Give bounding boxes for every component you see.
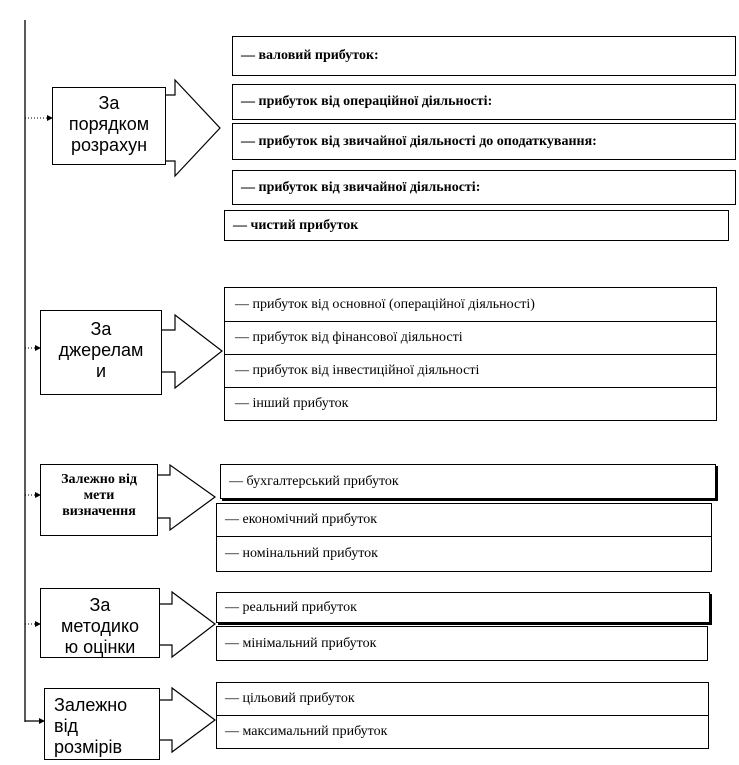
item-label: — максимальний прибуток xyxy=(225,724,388,739)
chevron-2 xyxy=(162,313,223,390)
chevron-5 xyxy=(160,686,217,754)
item-target-profit: — цільовий прибуток xyxy=(216,682,709,716)
category-line: За xyxy=(98,93,120,113)
item-label: — номінальний прибуток xyxy=(225,546,378,561)
item-investment-profit: — прибуток від інвестиційної діяльності xyxy=(224,354,717,388)
chevron-3 xyxy=(158,463,217,532)
category-line: визначення xyxy=(62,504,136,519)
category-line: За xyxy=(89,595,111,615)
category-box-calculation-order: За порядком розрахун xyxy=(52,87,166,165)
category-line: методико xyxy=(60,616,140,636)
category-box-size: Залежно від розмірів xyxy=(44,688,160,760)
category-line: . xyxy=(98,382,104,395)
item-label: — реальний прибуток xyxy=(225,599,357,615)
category-line: від xyxy=(54,716,79,736)
arrowhead-5 xyxy=(39,718,45,724)
item-gross-profit: — валовий прибуток: xyxy=(232,36,736,76)
item-label: — прибуток від інвестиційної діяльності xyxy=(235,363,480,378)
item-accounting-profit: — бухгалтерський прибуток xyxy=(220,464,716,499)
category-box-methodology: За методико ю оцінки xyxy=(40,588,160,658)
item-real-profit: — реальний прибуток xyxy=(216,592,710,623)
chevron-4 xyxy=(160,590,216,659)
item-label: — економічний прибуток xyxy=(225,512,378,527)
item-label: — чистий прибуток xyxy=(233,217,359,233)
category-line: розрахун xyxy=(70,135,148,155)
arrowhead-4 xyxy=(35,621,41,627)
item-label: — мінімальний прибуток xyxy=(225,635,377,651)
category-line: и xyxy=(95,361,107,381)
item-label: — валовий прибуток: xyxy=(241,48,379,63)
category-line: ю оцінки xyxy=(64,637,136,657)
item-economic-profit: — економічний прибуток xyxy=(216,503,712,537)
item-net-profit: — чистий прибуток xyxy=(224,210,729,241)
item-label: — бухгалтерський прибуток xyxy=(229,473,399,489)
item-label: — прибуток від фінансової діяльності xyxy=(235,330,463,345)
category-box-sources: За джерелам и . xyxy=(40,310,162,395)
item-label: — прибуток від звичайної діяльності до о… xyxy=(241,133,597,149)
arrowhead-2 xyxy=(35,345,41,351)
item-core-operating-profit: — прибуток від основної (операційної дія… xyxy=(224,287,717,322)
item-label: — прибуток від операційної діяльності: xyxy=(241,94,493,109)
item-nominal-profit: — номінальний прибуток xyxy=(216,536,712,572)
item-maximum-profit: — максимальний прибуток xyxy=(216,715,709,749)
item-financial-profit: — прибуток від фінансової діяльності xyxy=(224,321,717,355)
item-label: — прибуток від звичайної діяльності: xyxy=(241,179,481,195)
arrowhead-3 xyxy=(35,492,41,498)
category-line: Залежно xyxy=(54,695,128,715)
item-operating-profit: — прибуток від операційної діяльності: xyxy=(232,84,736,120)
item-other-profit: — інший прибуток xyxy=(224,387,717,421)
category-box-purpose: Залежно від мети визначення xyxy=(40,464,158,536)
category-line: джерелам xyxy=(58,340,144,360)
item-label: — цільовий прибуток xyxy=(225,691,355,706)
item-pretax-ordinary-profit: — прибуток від звичайної діяльності до о… xyxy=(232,123,736,160)
category-line: розмірів xyxy=(54,737,123,757)
item-ordinary-profit: — прибуток від звичайної діяльності: xyxy=(232,170,736,205)
category-line: За xyxy=(90,319,112,339)
category-line: мети xyxy=(83,488,115,503)
category-line: Залежно від xyxy=(61,472,137,487)
arrowhead-1 xyxy=(47,115,53,121)
chevron-1 xyxy=(165,78,221,178)
item-minimum-profit: — мінімальний прибуток xyxy=(216,626,708,661)
item-label: — прибуток від основної (операційної дія… xyxy=(235,296,535,312)
category-line: порядком xyxy=(68,114,150,134)
item-label: — інший прибуток xyxy=(235,396,349,411)
